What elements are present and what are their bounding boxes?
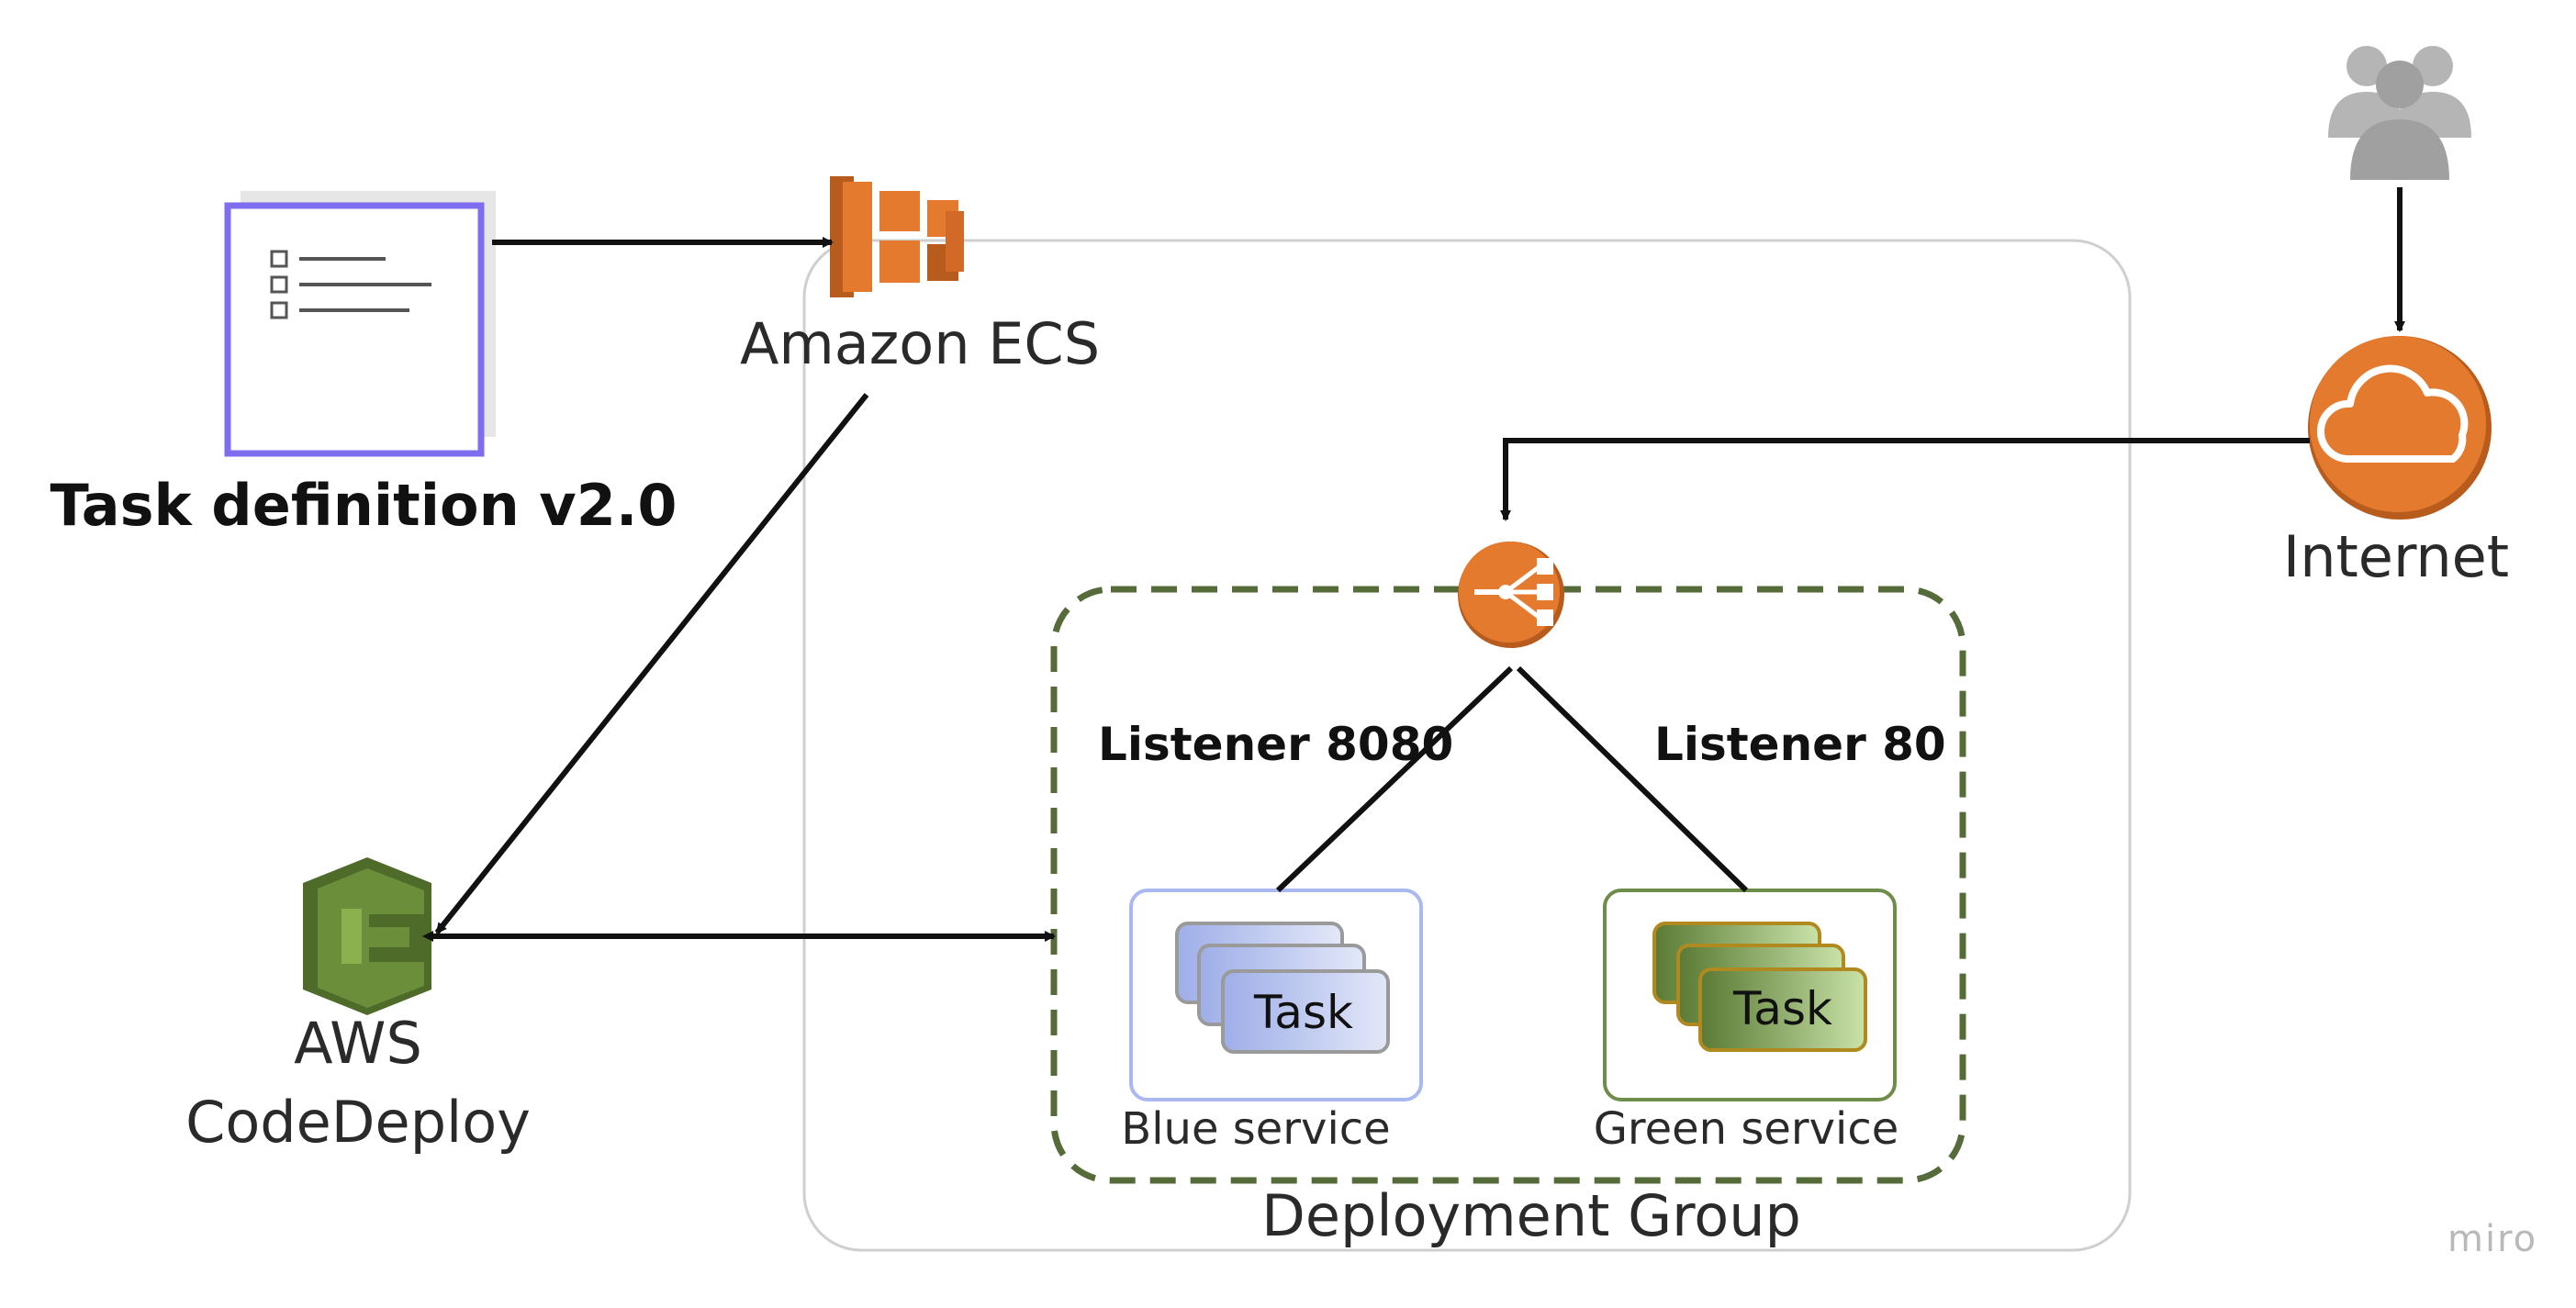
blue-task-label: Task (1254, 986, 1353, 1039)
connector-lb-to-blue (1275, 665, 1514, 893)
connector-lb-to-green (1516, 665, 1749, 893)
green-service-group (1603, 889, 1897, 1101)
miro-watermark: miro (2447, 1218, 2538, 1260)
blue-service-label: Blue service (1121, 1103, 1391, 1155)
arrow-ecs-to-codedeploy (434, 393, 869, 934)
arrow-internet-to-load-balancer (1500, 438, 2310, 521)
internet-cloud-icon (2308, 336, 2492, 520)
green-task-label: Task (1733, 982, 1832, 1035)
deployment-group-label: Deployment Group (1261, 1182, 1801, 1249)
ecs-cluster-boundary (802, 239, 2132, 1252)
codedeploy-label-line1: AWS (294, 1010, 422, 1077)
listener-8080-label: Listener 8080 (1098, 718, 1454, 771)
aws-codedeploy-icon (303, 857, 431, 1015)
codedeploy-label-line2: CodeDeploy (185, 1089, 531, 1156)
internet-label: Internet (2282, 523, 2510, 590)
ecs-label: Amazon ECS (739, 310, 1101, 377)
users-group-icon (2328, 46, 2471, 180)
blue-service-group (1129, 889, 1423, 1101)
listener-80-label: Listener 80 (1654, 718, 1946, 771)
document-checklist-icon (224, 191, 496, 457)
amazon-ecs-icon (830, 176, 964, 297)
load-balancer-icon (1458, 542, 1564, 648)
green-service-label: Green service (1593, 1103, 1899, 1155)
task-definition-label: Task definition v2.0 (50, 472, 678, 539)
